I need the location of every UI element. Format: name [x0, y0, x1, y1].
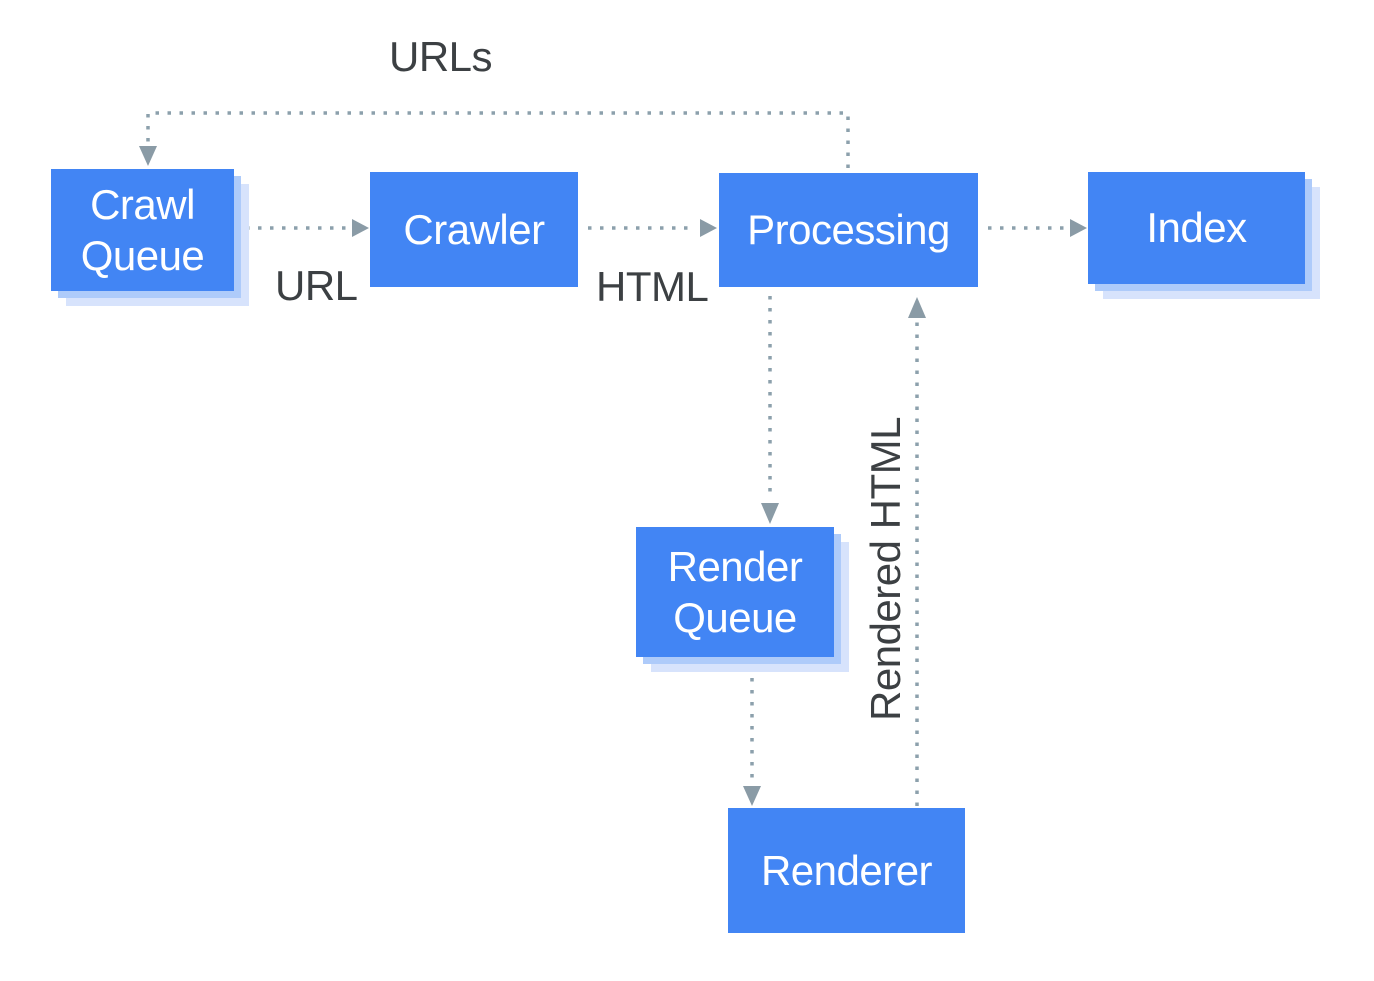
node-render-queue-label: Render Queue — [667, 542, 803, 641]
edge-label-html: HTML — [596, 263, 709, 310]
edge-label-rendered-html: Rendered HTML — [862, 417, 909, 721]
edge-label-url: URL — [275, 262, 358, 309]
node-renderer-label: Renderer — [760, 846, 933, 894]
node-crawler: Crawler — [370, 172, 578, 287]
edge-crawler-to-processing — [588, 219, 717, 237]
arrowhead-right-icon — [700, 219, 717, 237]
edge-processing-to-crawl-queue — [139, 111, 850, 168]
node-processing: Processing — [719, 173, 978, 287]
node-crawl-queue-label: Crawl Queue — [80, 180, 205, 279]
node-index: Index — [1088, 172, 1305, 284]
arrowhead-down-icon — [761, 503, 779, 524]
arrowhead-down-icon — [743, 786, 761, 806]
node-index-label: Index — [1146, 204, 1247, 252]
edge-line — [146, 111, 850, 168]
arrowhead-down-icon — [139, 146, 157, 166]
node-crawl-queue: Crawl Queue — [51, 169, 234, 291]
node-render-queue: Render Queue — [636, 527, 834, 657]
node-renderer: Renderer — [728, 808, 965, 933]
node-crawler-label: Crawler — [403, 205, 545, 253]
node-processing-label: Processing — [747, 206, 950, 254]
edge-render-queue-to-renderer — [743, 666, 761, 806]
arrowhead-right-icon — [1070, 219, 1087, 237]
edge-processing-to-render-queue — [761, 296, 779, 524]
edge-label-urls: URLs — [389, 33, 493, 80]
edge-crawl-queue-to-crawler — [246, 219, 369, 237]
arrowhead-right-icon — [352, 219, 369, 237]
edge-processing-to-index — [988, 219, 1087, 237]
arrowhead-up-icon — [908, 297, 926, 318]
